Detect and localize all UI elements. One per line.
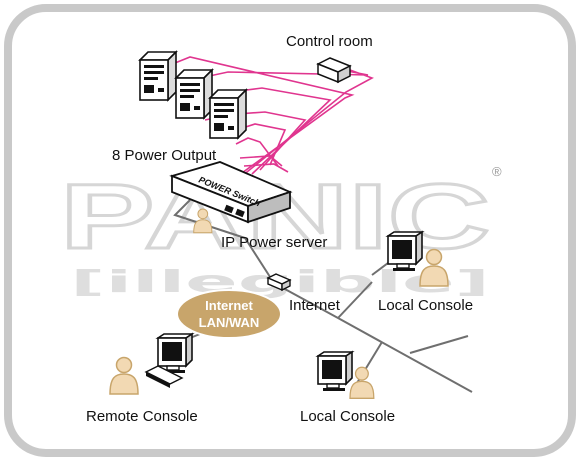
lan-wan-label-line1: Internet [205, 298, 253, 313]
network-cables [173, 199, 473, 393]
server-icon [209, 89, 247, 139]
label-local-console-bottom: Local Console [300, 408, 395, 425]
label-internet: Internet [289, 297, 341, 314]
internet-junction-icon [266, 273, 292, 292]
lan-wan-cloud: Internet LAN/WAN [176, 289, 282, 339]
label-control-room: Control room [286, 33, 373, 50]
server-icon [139, 51, 177, 101]
keyboard-icon [144, 365, 184, 388]
label-local-console-right: Local Console [378, 297, 473, 314]
diagram-frame [4, 4, 576, 457]
label-power-output: 8 Power Output [112, 147, 217, 164]
control-room-device-icon [316, 57, 352, 84]
label-remote-console: Remote Console [86, 408, 198, 425]
server-icon [175, 69, 213, 119]
label-ip-power-server: IP Power server [221, 234, 327, 251]
lan-wan-label-line2: LAN/WAN [199, 315, 260, 330]
watermark-brand: PANIC [60, 166, 490, 268]
watermark-registered: ® [492, 164, 502, 179]
power-switch-device: POWER Switch [169, 161, 293, 224]
